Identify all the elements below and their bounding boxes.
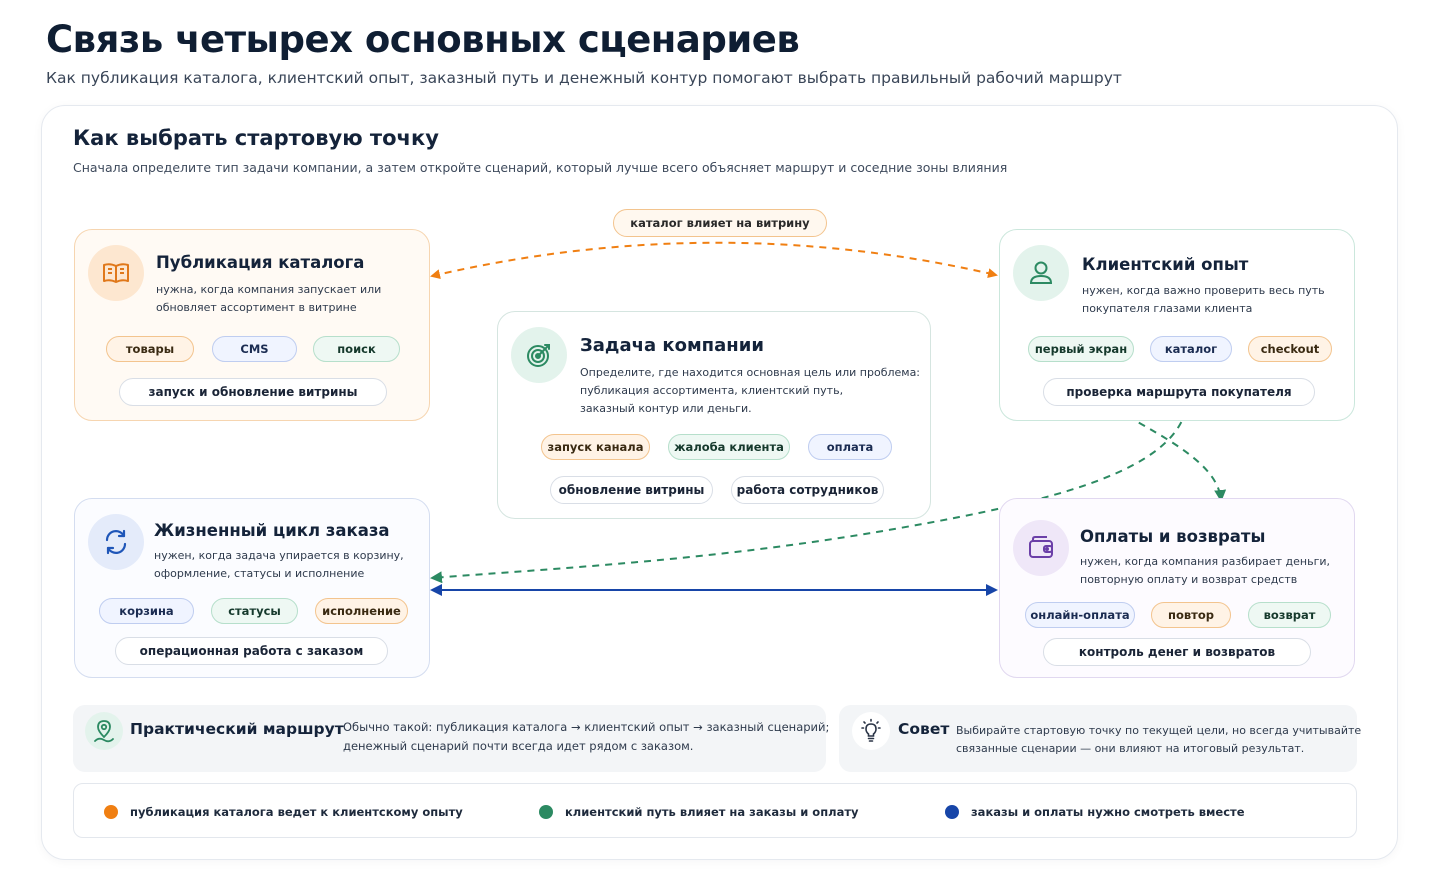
tag-statuses[interactable]: статусы: [211, 598, 298, 624]
tag-payment[interactable]: оплата: [808, 434, 892, 460]
tag-search[interactable]: поиск: [313, 336, 400, 362]
legend-item-blue: заказы и оплаты нужно смотреть вместе: [945, 784, 1245, 839]
card-title-catalog: Публикация каталога: [156, 253, 365, 272]
card-desc-center-1: Определите, где находится основная цель …: [580, 366, 921, 379]
tag-checkout[interactable]: checkout: [1248, 336, 1332, 362]
tag-channel-launch[interactable]: запуск канала: [541, 434, 650, 460]
map-pin-route-icon: [85, 712, 123, 750]
open-book-icon: [88, 245, 144, 301]
tag-cms[interactable]: CMS: [212, 336, 297, 362]
footer-payments[interactable]: контроль денег и возвратов: [1043, 638, 1311, 666]
tag-fulfillment[interactable]: исполнение: [315, 598, 408, 624]
legend-item-orange: публикация каталога ведет к клиентскому …: [104, 784, 463, 839]
panel-subtitle: Сначала определите тип задачи компании, …: [73, 160, 1008, 175]
tag-retry[interactable]: повтор: [1151, 602, 1231, 628]
lightbulb-icon: [852, 712, 890, 750]
tag-cart[interactable]: корзина: [99, 598, 194, 624]
tag-customer-complaint[interactable]: жалоба клиента: [668, 434, 790, 460]
card-title-payments: Оплаты и возвраты: [1080, 527, 1266, 546]
legend-label-orange: публикация каталога ведет к клиентскому …: [130, 804, 463, 819]
tag-storefront-update[interactable]: обновление витрины: [550, 476, 713, 504]
card-desc-catalog-1: нужна, когда компания запускает или: [156, 283, 382, 296]
card-desc-catalog-2: обновляет ассортимент в витрине: [156, 301, 357, 314]
panel-title: Как выбрать стартовую точку: [73, 126, 439, 150]
card-desc-payments-2: повторную оплату и возврат средств: [1080, 573, 1298, 586]
tag-goods[interactable]: товары: [106, 336, 194, 362]
card-desc-payments-1: нужен, когда компания разбирает деньги,: [1080, 555, 1330, 568]
route-text-2: денежный сценарий почти всегда идет рядо…: [343, 739, 694, 753]
tip-title: Совет: [898, 720, 950, 738]
footer-order[interactable]: операционная работа с заказом: [115, 637, 388, 665]
legend-dot-blue: [945, 804, 959, 819]
tag-staff-work[interactable]: работа сотрудников: [731, 476, 884, 504]
card-title-customer: Клиентский опыт: [1082, 255, 1249, 274]
legend-item-green: клиентский путь влияет на заказы и оплат…: [539, 784, 859, 839]
footer-customer[interactable]: проверка маршрута покупателя: [1043, 378, 1315, 406]
tip-card: [839, 705, 1357, 772]
route-title: Практический маршрут: [130, 720, 344, 738]
user-icon: [1013, 245, 1069, 301]
card-title-order: Жизненный цикл заказа: [154, 521, 390, 540]
route-text-1: Обычно такой: публикация каталога → клие…: [343, 720, 830, 734]
legend-dot-orange: [104, 804, 118, 819]
card-desc-order-1: нужен, когда задача упирается в корзину,: [154, 549, 404, 562]
legend-label-green: клиентский путь влияет на заказы и оплат…: [565, 804, 859, 819]
tag-first-screen[interactable]: первый экран: [1028, 336, 1134, 362]
card-desc-customer-1: нужен, когда важно проверить весь путь: [1082, 284, 1325, 297]
card-desc-customer-2: покупателя глазами клиента: [1082, 302, 1253, 315]
tag-online-payment[interactable]: онлайн-оплата: [1025, 602, 1135, 628]
card-desc-order-2: оформление, статусы и исполнение: [154, 567, 365, 580]
refresh-cycle-icon: [88, 514, 144, 570]
wallet-icon: [1013, 520, 1069, 576]
tag-catalog[interactable]: каталог: [1150, 336, 1232, 362]
page-title: Связь четырех основных сценариев: [46, 18, 800, 61]
legend-label-blue: заказы и оплаты нужно смотреть вместе: [971, 804, 1245, 819]
legend: публикация каталога ведет к клиентскому …: [73, 783, 1357, 838]
footer-catalog[interactable]: запуск и обновление витрины: [119, 378, 387, 406]
tip-text-2: связанные сценарии — они влияют на итого…: [956, 742, 1305, 755]
route-card: [73, 705, 826, 772]
target-icon: [511, 327, 567, 383]
card-desc-center-3: заказный контур или деньги.: [580, 402, 752, 415]
card-desc-center-2: публикация ассортимента, клиентский путь…: [580, 384, 844, 397]
tip-text-1: Выбирайте стартовую точку по текущей цел…: [956, 724, 1362, 737]
card-title-center: Задача компании: [580, 335, 764, 356]
edge-label: каталог влияет на витрину: [613, 209, 827, 237]
page-subtitle: Как публикация каталога, клиентский опыт…: [46, 69, 1122, 87]
legend-dot-green: [539, 804, 553, 819]
tag-refund[interactable]: возврат: [1248, 602, 1331, 628]
